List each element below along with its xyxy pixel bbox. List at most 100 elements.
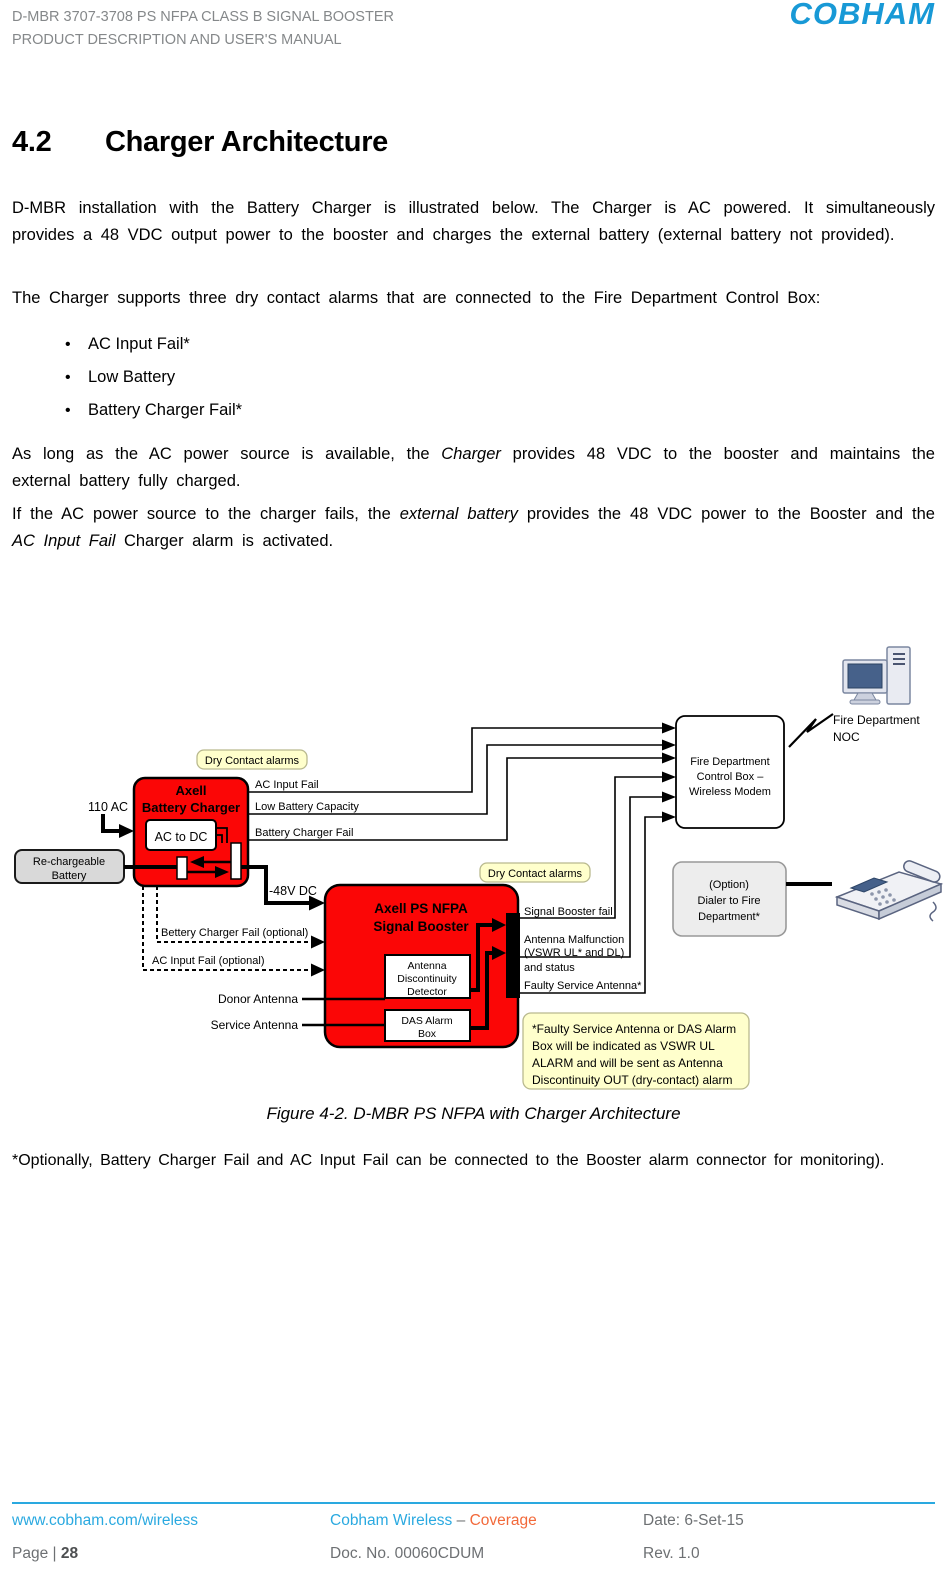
document-header: D-MBR 3707-3708 PS NFPA CLASS B SIGNAL B… [12,6,712,52]
footer-date: Date: 6-Set-15 [643,1512,744,1529]
acdc-elbow-1 [216,827,228,843]
alarm-line-ac-input-fail [248,727,662,793]
phone-body-side [878,882,942,921]
para-battery-italic1: external battery [399,504,518,523]
antenna-discontinuity-detector-box [384,954,471,999]
control-box-label-1: Fire Department [690,756,769,768]
para-charger-text: As long as the AC power source is availa… [12,444,442,463]
donor-antenna-label: Donor Antenna [218,992,298,1006]
dry-contact-label-1: Dry Contact alarms [205,755,300,767]
charger-title-1: Axell [175,783,206,798]
service-antenna-label: Service Antenna [211,1018,299,1032]
arrowhead [662,722,676,734]
option-label-2: Dialer to Fire [698,895,761,907]
charger-title-2: Battery Charger [142,800,240,815]
alarm-line-charger-fail [248,757,662,841]
das-label-2: Box [418,1028,437,1040]
booster-alarm-3-label: Faulty Service Antenna* [524,980,642,992]
acdc-elbow-2 [216,834,223,843]
fire-dept-control-box [675,715,785,829]
note-line-1: *Faulty Service Antenna or DAS Alarm [532,1022,736,1036]
battery-label-1: Re-chargeable [33,856,105,868]
detector-label-2: Discontinuity [397,973,457,985]
dc48-label: -48V DC [269,884,317,898]
booster-title-2: Signal Booster [373,919,469,934]
bullet-low-battery: Low Battery [12,361,912,394]
footer-company: Cobham Wireless [330,1512,453,1529]
arrowhead [662,739,676,751]
section-number: 4.2 [12,126,52,158]
charger-connector-a [176,856,188,880]
footer-dash: – [456,1512,466,1529]
footer-doc-no: Doc. No. 00060CDUM [330,1545,485,1562]
alarm-line-faulty-antenna [520,816,662,994]
phone-screen [849,877,889,893]
footer-rule [12,1502,935,1504]
arrowhead [311,935,325,949]
para-charger: As long as the AC power source is availa… [12,441,935,495]
detector-to-bar-line [470,923,493,992]
footer-page: Page | 28 [12,1545,78,1563]
control-box-label-2: Control Box – [697,771,765,783]
alarm-line-antenna-malfunction [520,796,662,958]
arrowhead [311,963,325,977]
arrowhead [492,946,506,960]
option-dialer-box [672,861,787,937]
header-title-line1: D-MBR 3707-3708 PS NFPA CLASS B SIGNAL B… [12,9,394,25]
optional-alarm-1-label: Bettery Charger Fail (optional) [161,927,308,939]
charger-connector-b [230,842,242,880]
phone-cord [929,901,937,922]
computer-tower [886,646,911,705]
arrowhead [662,752,676,764]
option-label-1: (Option) [709,879,749,891]
booster-alarm-bar [506,913,520,998]
booster-alarm-1-label: Signal Booster fail [524,906,613,918]
para-intro: D-MBR installation with the Battery Char… [12,198,935,244]
alarm-line-low-battery [248,744,662,815]
bullet-ac-input-fail: AC Input Fail* [12,328,912,361]
bullet-battery-charger-fail: Battery Charger Fail* [12,394,912,427]
dry-contact-label-2: Dry Contact alarms [488,868,583,880]
page-footnote: *Optionally, Battery Charger Fail and AC… [12,1152,885,1169]
arrowhead [662,791,676,803]
detector-label-3: Detector [407,986,447,998]
note-line-3: ALARM and will be sent as Antenna [532,1056,723,1070]
para-charger-text2: provides 48 VDC to the booster and maint… [12,444,935,490]
figure-caption: Figure 4-2. D-MBR PS NFPA with Charger A… [266,1104,681,1123]
arrowhead [190,856,204,868]
arrowhead [309,895,325,911]
dry-contact-label-1-box [196,749,308,770]
phone-icon [834,860,944,922]
phone-keypad [870,888,896,906]
para-battery: If the AC power source to the charger fa… [12,501,935,555]
footer-page-number: 28 [60,1545,79,1562]
option-label-3: Department* [698,911,760,923]
para-battery-text: If the AC power source to the charger fa… [12,504,400,523]
ac-to-dc-label: AC to DC [155,830,208,844]
optional-alarm-2-label: AC Input Fail (optional) [152,955,265,967]
das-to-bar-line [470,951,493,1030]
para-battery-text3: Charger alarm is activated. [115,531,334,550]
arrowhead [215,866,229,878]
charger-alarm-2-label: Low Battery Capacity [255,801,359,813]
battery-label-2: Battery [52,870,87,882]
alarm-line-booster-fail [520,776,662,919]
noc-label-1: Fire Department [833,713,920,727]
footer-page-label: Page | [12,1545,61,1562]
arrowhead [662,771,676,783]
dry-contact-label-2-box [479,862,591,883]
footer-rev: Rev. 1.0 [643,1545,700,1562]
note-line-4: Discontinuity OUT (dry-contact) alarm [532,1073,733,1087]
monitor-base [849,699,881,705]
alarm-bullet-list: AC Input Fail* Low Battery Battery Charg… [12,328,912,427]
control-box-label-3: Wireless Modem [689,786,771,798]
noc-zigzag-line [788,713,834,748]
para-alarms: The Charger supports three dry contact a… [12,288,821,307]
footer-website-link[interactable]: www.cobham.com/wireless [12,1512,199,1529]
para-battery-text2: provides the 48 VDC power to the Booster… [517,504,935,523]
noc-label-2: NOC [833,730,860,744]
booster-alarm-2b-label: (VSWR UL* and DL) [524,947,624,959]
dc48-line [241,865,310,905]
noc-computer-icon [842,646,911,705]
